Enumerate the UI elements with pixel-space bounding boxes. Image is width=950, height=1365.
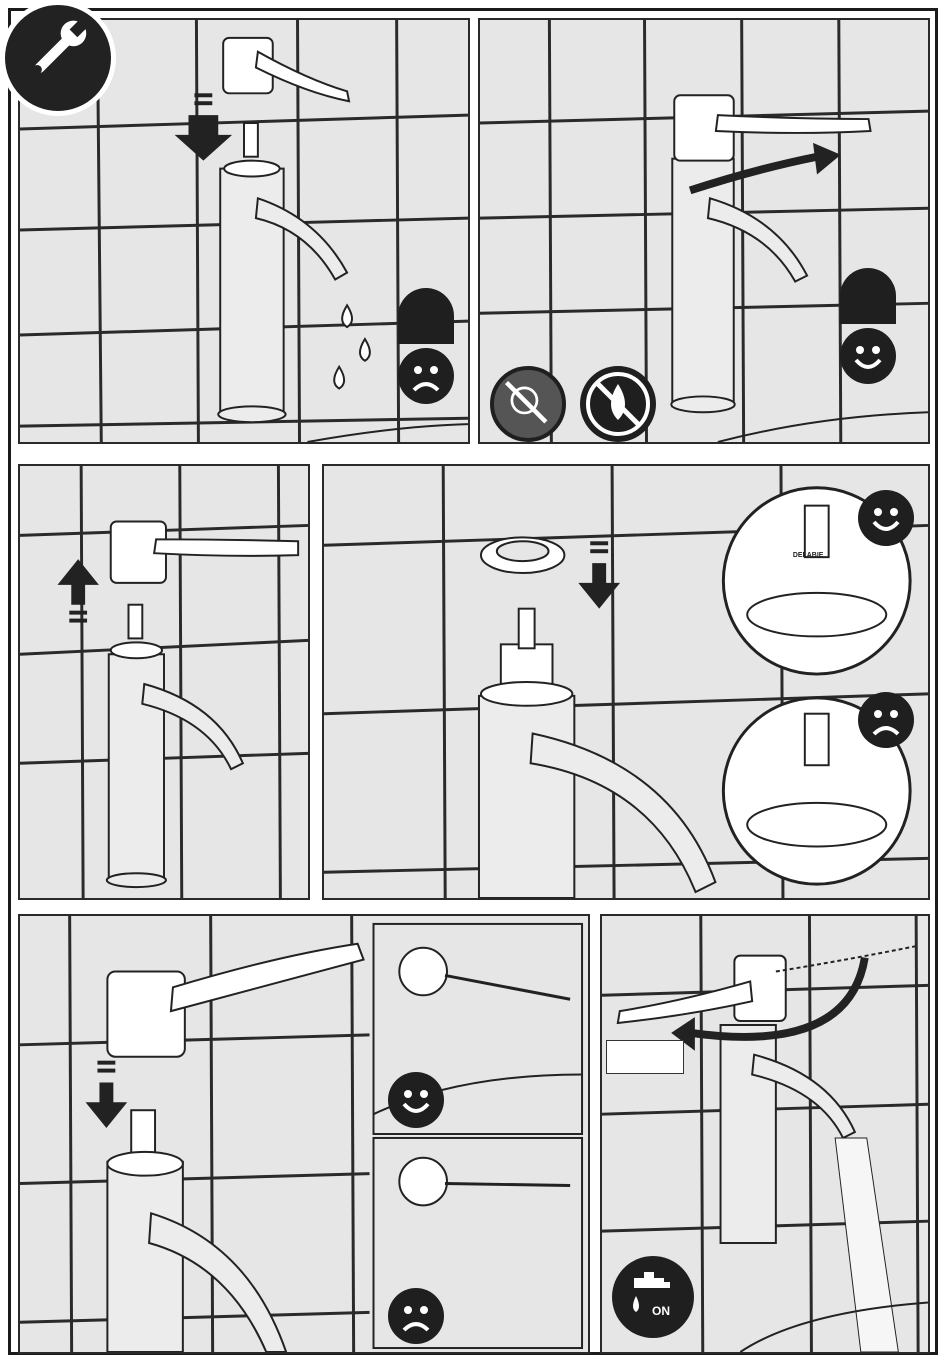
tap-on-label: ON — [652, 1304, 670, 1318]
step-4-panel: DELABIE — [322, 464, 930, 900]
sad-face-icon — [398, 348, 454, 404]
down-arrow-icon — [86, 1082, 128, 1128]
no-water-icon — [580, 366, 656, 442]
eye-icon — [398, 288, 454, 344]
brand-text: DELABIE — [793, 552, 824, 559]
water-drops-icon — [334, 305, 370, 388]
wrench-badge-icon — [0, 0, 116, 116]
tap-on-icon: ON — [612, 1256, 694, 1338]
step-6-panel: ON — [600, 914, 930, 1354]
sad-face-icon — [388, 1288, 444, 1344]
up-arrow-icon — [57, 559, 98, 605]
sad-face-icon — [858, 692, 914, 748]
eye-icon — [840, 268, 896, 324]
step-5-panel — [18, 914, 590, 1354]
happy-face-icon — [840, 328, 896, 384]
happy-face-icon — [388, 1072, 444, 1128]
happy-face-icon — [858, 490, 914, 546]
no-force-icon — [490, 366, 566, 442]
blank-label-box — [606, 1040, 684, 1074]
step-3-panel — [18, 464, 310, 900]
step-2-panel — [478, 18, 930, 444]
